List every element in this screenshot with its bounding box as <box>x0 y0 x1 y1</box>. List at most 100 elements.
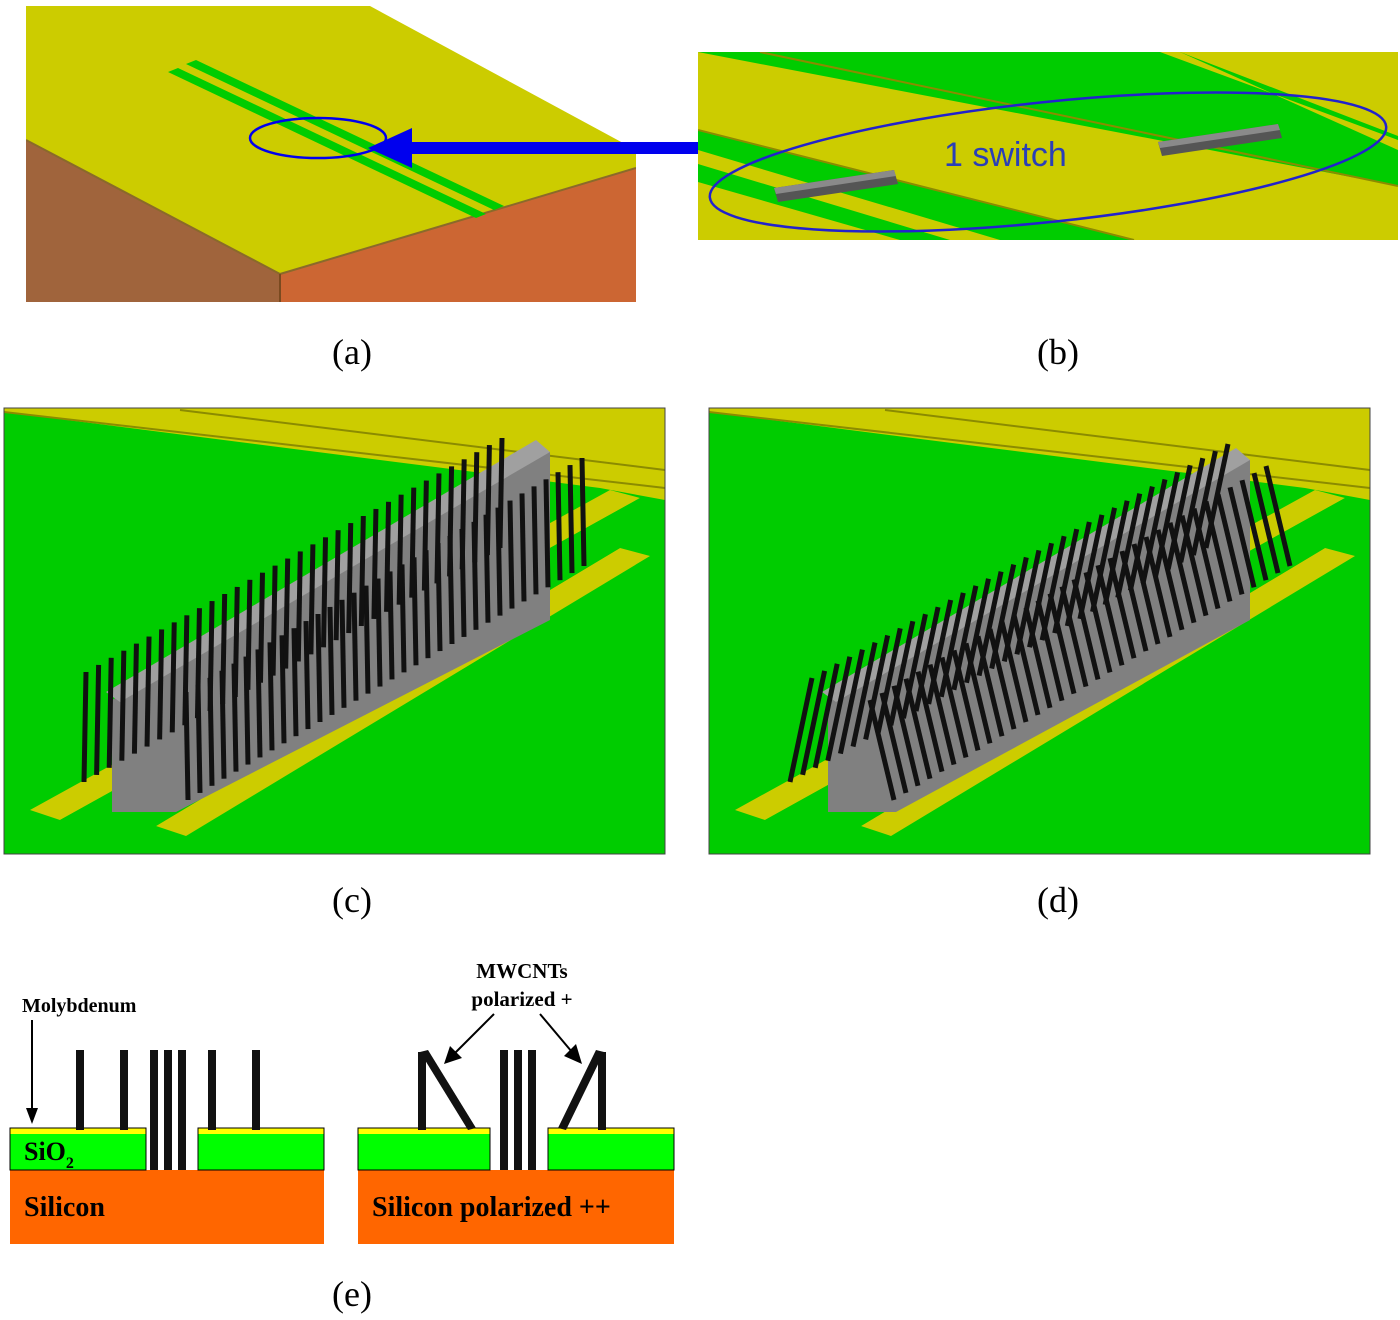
mwcnt-arrowhead <box>564 1044 582 1064</box>
nanotube-bent <box>1014 549 1042 655</box>
nanotube <box>434 473 442 584</box>
nanotube-bent <box>1011 614 1041 716</box>
block-right-face <box>280 168 636 302</box>
nanotube <box>220 593 228 705</box>
nanotube-group <box>76 1050 260 1170</box>
nanotube-bent <box>1140 478 1168 584</box>
nanotube <box>119 650 127 761</box>
nanotube-bent <box>1102 500 1130 606</box>
nanotube <box>182 615 190 726</box>
silicon-label: Silicon <box>24 1192 105 1223</box>
nanotube <box>81 671 89 783</box>
nanotube <box>339 599 347 708</box>
nanotube <box>321 537 329 648</box>
nanotube <box>346 523 354 634</box>
nanotube-bent <box>1227 486 1257 588</box>
nanotube <box>327 606 335 715</box>
panel-a <box>26 6 636 302</box>
nanotube-bent <box>1077 514 1105 620</box>
panel-e-left: Molybdenum SiO2 Silicon <box>9 995 325 1244</box>
nanotube-bent <box>951 585 979 691</box>
panel-d <box>708 407 1371 855</box>
metal-band <box>698 150 1000 240</box>
silicon-polarized-label: Silicon polarized ++ <box>372 1192 611 1223</box>
nanotube-bent <box>875 627 903 733</box>
nanotube-bent <box>1064 521 1092 627</box>
nanotube-bent <box>1115 493 1143 599</box>
block-left-face <box>26 140 280 302</box>
nanotube <box>157 629 165 740</box>
block-edge <box>279 167 636 275</box>
nanotube-bent <box>1001 556 1029 662</box>
molybdenum-strip <box>10 1128 146 1134</box>
nanotube-bent <box>1052 528 1080 634</box>
block-edge <box>26 139 281 275</box>
nanotube-bent <box>1263 465 1293 567</box>
nanotube-bent <box>1083 571 1113 673</box>
nanotube-group <box>418 1050 606 1170</box>
nanotube-bent <box>812 663 840 769</box>
sio2-label: SiO2 <box>24 1137 74 1172</box>
pointer-arrow <box>368 128 776 168</box>
nanotube <box>363 585 371 694</box>
silicon-layer <box>358 1170 674 1244</box>
nanotube-bent <box>888 620 916 726</box>
nanotube <box>106 657 114 768</box>
nanotube <box>447 466 455 577</box>
metal-band <box>709 408 1370 460</box>
switch-callout-ellipse <box>708 91 1388 233</box>
nanotube-bent <box>901 613 928 719</box>
nanotube-bent <box>800 670 828 776</box>
nanotube-bent <box>1071 578 1101 681</box>
nanotube-bent <box>1023 607 1053 709</box>
mwcnt-arrowhead <box>444 1046 462 1064</box>
nanotube-array <box>81 437 587 801</box>
oxide-stripe <box>186 60 504 210</box>
molybdenum-strip <box>198 1128 324 1134</box>
nanotube <box>291 628 299 737</box>
nanotube-bent <box>999 621 1029 723</box>
nanotube-bent <box>976 571 1004 677</box>
nanotube-bent <box>1027 542 1054 648</box>
nanotube-bent <box>825 656 853 762</box>
nanotube-bent <box>938 592 966 698</box>
nanotube-bent <box>1190 450 1218 556</box>
nanotube-bent <box>1090 507 1117 613</box>
nanotube <box>295 551 303 662</box>
caption-d: (d) <box>1037 880 1079 920</box>
nanotube <box>472 452 480 563</box>
oxide-band <box>698 52 1398 186</box>
caption-e: (e) <box>332 1274 372 1314</box>
nanotube <box>315 613 323 723</box>
nanotube-bent <box>1178 457 1206 563</box>
nanotube <box>459 459 467 570</box>
nanotube-bent <box>1035 600 1065 702</box>
switch-highlight-ellipse <box>248 116 388 160</box>
nanotube <box>519 493 527 602</box>
nanotube <box>333 530 341 641</box>
nanotube-switch <box>1158 124 1282 156</box>
nanotube-bent <box>837 649 865 755</box>
panel-b: 1 switch <box>698 52 1398 240</box>
nanotube <box>396 494 404 605</box>
nanotube <box>194 608 202 719</box>
nanotube <box>371 508 379 619</box>
nanotube <box>131 643 139 754</box>
nanotube-bent <box>1153 471 1181 577</box>
nanotube-bent <box>1059 585 1089 688</box>
nanotube-bent <box>926 599 954 705</box>
nanotube <box>270 565 278 676</box>
nanotube <box>267 642 275 751</box>
nanotube <box>257 572 265 683</box>
oxide-layer <box>198 1133 324 1170</box>
nanotube <box>245 579 253 690</box>
nanotube <box>283 558 291 669</box>
nanotube <box>384 501 392 612</box>
nanotube <box>399 564 407 673</box>
panel-c <box>3 407 666 855</box>
caption-a: (a) <box>332 332 372 372</box>
silicon-layer <box>10 1170 324 1244</box>
nanotube-bent <box>1239 479 1269 581</box>
switch-callout-label: 1 switch <box>944 136 1067 174</box>
